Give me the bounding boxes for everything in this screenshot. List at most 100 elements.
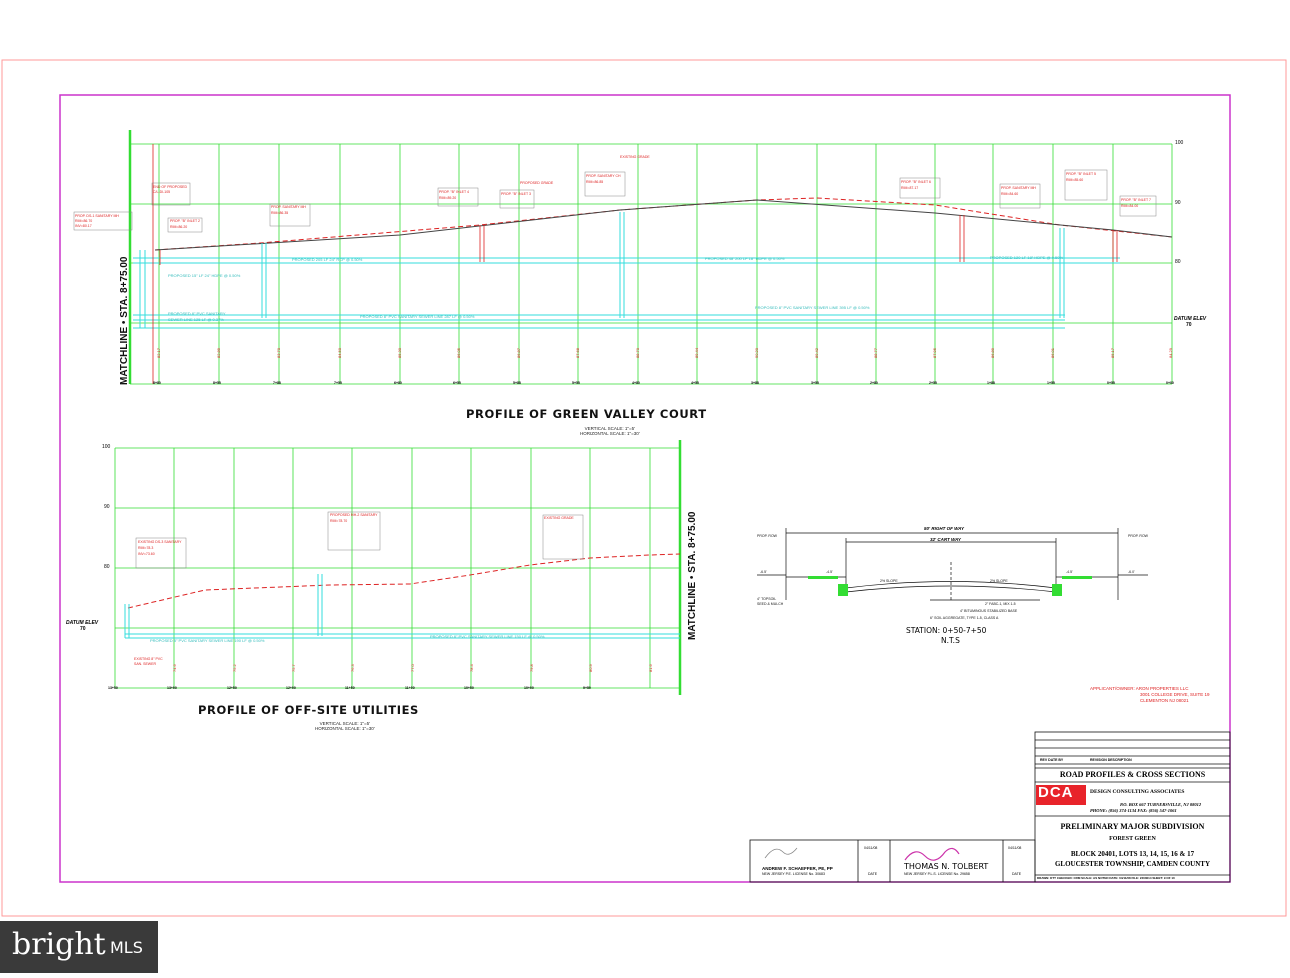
datum-label-top: DATUM ELEV bbox=[1174, 316, 1207, 322]
elev-80-top: 80 bbox=[1175, 259, 1181, 265]
matchline-bottom: MATCHLINE • STA. 8+75.00 bbox=[687, 511, 698, 640]
svg-text:77.0: 77.0 bbox=[410, 663, 415, 672]
station-label: 11+00 bbox=[405, 686, 415, 690]
svg-text:2% SLOPE: 2% SLOPE bbox=[990, 579, 1008, 583]
engineer1-name: ANDREW F. SCHAEFFER, PE, PP bbox=[762, 866, 833, 871]
svg-text:85.17: 85.17 bbox=[1110, 347, 1115, 358]
svg-text:79.8: 79.8 bbox=[529, 663, 534, 672]
svg-text:PROP. "B" INLET 2: PROP. "B" INLET 2 bbox=[170, 219, 200, 223]
svg-text:EXISTING GRADE: EXISTING GRADE bbox=[544, 516, 574, 520]
station-label: 6+55 bbox=[453, 381, 461, 385]
inner-border bbox=[59, 94, 1231, 883]
svg-text:-6.0': -6.0' bbox=[1128, 570, 1135, 574]
elev-100-top: 100 bbox=[1175, 140, 1184, 146]
signature-tolbert bbox=[904, 847, 960, 861]
svg-text:PROP. "B" INLET 4: PROP. "B" INLET 4 bbox=[439, 190, 469, 194]
svg-text:74.6: 74.6 bbox=[172, 663, 177, 672]
svg-text:PROP. SANITARY MH: PROP. SANITARY MH bbox=[1001, 186, 1036, 190]
station-label: 0+00 bbox=[1166, 381, 1174, 385]
watermark-brand: bright bbox=[12, 927, 106, 962]
svg-text:75.2: 75.2 bbox=[232, 663, 237, 672]
svg-text:PROPOSED 120 LF 18" HDPE @ 0.5: PROPOSED 120 LF 18" HDPE @ 0.50% bbox=[990, 255, 1064, 260]
datum-value-bottom: 70 bbox=[80, 626, 86, 632]
svg-text:80.9: 80.9 bbox=[588, 663, 593, 672]
company-address: P.O. BOX 667 TURNERSVILLE, NJ 08012 bbox=[1120, 802, 1202, 807]
svg-text:PROPOSED 8" PVC SANITARY SEWER: PROPOSED 8" PVC SANITARY SEWER LINE 287 … bbox=[360, 314, 475, 319]
svg-text:2" FABC-1, MIX 1-5: 2" FABC-1, MIX 1-5 bbox=[985, 602, 1016, 606]
project-name: FOREST GREEN bbox=[1109, 836, 1156, 842]
svg-text:78.4: 78.4 bbox=[469, 663, 474, 672]
scale-horizontal-bottom: HORIZONTAL SCALE: 1"=30' bbox=[315, 726, 375, 731]
svg-text:PROP. "B" INLET 5: PROP. "B" INLET 5 bbox=[1066, 172, 1096, 176]
cross-section-station: STATION: 0+50-7+50 bbox=[906, 626, 987, 635]
project-lots: BLOCK 20401, LOTS 13, 14, 15, 16 & 17 bbox=[1070, 850, 1195, 858]
svg-text:88.70: 88.70 bbox=[635, 347, 640, 358]
project-township: GLOUCESTER TOWNSHIP, CAMDEN COUNTY bbox=[1054, 860, 1211, 868]
watermark-suffix: MLS bbox=[110, 938, 143, 957]
svg-text:84.29: 84.29 bbox=[1168, 347, 1173, 358]
station-label: 1+55 bbox=[1047, 381, 1055, 385]
pipes-bottom bbox=[124, 574, 680, 639]
svg-text:PROPOSED MH-2 SANITARY: PROPOSED MH-2 SANITARY bbox=[330, 513, 378, 517]
svg-text:SEED & MULCH: SEED & MULCH bbox=[757, 602, 784, 606]
svg-text:88.77: 88.77 bbox=[873, 347, 878, 358]
svg-text:75.7: 75.7 bbox=[291, 663, 296, 672]
station-label: 6+80 bbox=[394, 381, 402, 385]
svg-text:76.3: 76.3 bbox=[350, 663, 355, 672]
engineer2-license: NEW JERSEY P.L.S. LICENSE No. 29658 bbox=[904, 872, 970, 876]
row-width-label: 50' RIGHT OF WAY bbox=[924, 526, 964, 531]
station-label: 7+55 bbox=[334, 381, 342, 385]
svg-text:PROP. DS-1 SANITARY MH: PROP. DS-1 SANITARY MH bbox=[75, 214, 119, 218]
svg-text:4" TOPSOIL: 4" TOPSOIL bbox=[757, 597, 776, 601]
curbs bbox=[808, 576, 1092, 596]
elev-90-top: 90 bbox=[1175, 200, 1181, 206]
title-block-frame bbox=[749, 731, 1231, 883]
svg-text:PROPOSED 8" PVC SANITARY SEWER: PROPOSED 8" PVC SANITARY SEWER LINE 190 … bbox=[150, 638, 265, 643]
engineer2-name: THOMAS N. TOLBERT bbox=[904, 862, 989, 871]
station-label: 10+00 bbox=[524, 686, 534, 690]
station-label: 5+55 bbox=[572, 381, 580, 385]
station-label: 13+00 bbox=[167, 686, 177, 690]
svg-text:86.89: 86.89 bbox=[990, 347, 995, 358]
svg-text:6" SOIL AGGREGATE, TYPE 1-5, C: 6" SOIL AGGREGATE, TYPE 1-5, CLASS A bbox=[930, 616, 999, 620]
sheet-title: ROAD PROFILES & CROSS SECTIONS bbox=[1059, 770, 1206, 779]
svg-text:RIM=78.70: RIM=78.70 bbox=[330, 519, 347, 523]
svg-text:81.6: 81.6 bbox=[648, 663, 653, 672]
svg-text:PROPOSED GRADE: PROPOSED GRADE bbox=[520, 181, 554, 185]
datum-value-top: 70 bbox=[1186, 322, 1192, 328]
callout-texts-bottom: EXISTING DS-3 SANITARYRIM=78.3INV=73.60 … bbox=[134, 513, 574, 666]
station-label: 8+55 bbox=[213, 381, 221, 385]
svg-text:RIM=89.20: RIM=89.20 bbox=[439, 196, 456, 200]
svg-text:PROP. "B" INLET 7: PROP. "B" INLET 7 bbox=[1121, 198, 1151, 202]
engineer1-date: DATE bbox=[868, 872, 878, 876]
elev-100-bottom: 100 bbox=[102, 444, 111, 450]
svg-text:PROPOSED 8" PVC SANITARY: PROPOSED 8" PVC SANITARY bbox=[168, 311, 226, 316]
inlet-structures-top bbox=[152, 144, 1118, 384]
station-label: 11+50 bbox=[345, 686, 355, 690]
station-label: 7+88 bbox=[273, 381, 281, 385]
outer-border bbox=[1, 59, 1287, 917]
elev-80-bottom: 80 bbox=[104, 564, 110, 570]
elev-90-bottom: 90 bbox=[104, 504, 110, 510]
station-label: 4+55 bbox=[691, 381, 699, 385]
svg-text:RIM=87.17: RIM=87.17 bbox=[901, 186, 918, 190]
svg-text:PROP. ROW: PROP. ROW bbox=[1128, 534, 1149, 538]
svg-text:PROP. SANITARY CH: PROP. SANITARY CH bbox=[586, 174, 621, 178]
project-type: PRELIMINARY MAJOR SUBDIVISION bbox=[1060, 822, 1205, 831]
callout-texts-top: PROP. DS-1 SANITARY MHRIM=86.70INV=80.17… bbox=[75, 155, 1151, 229]
callouts-top bbox=[73, 169, 1157, 233]
applicant-line2: 3001 COLLEGE DRIVE, SUITE 19 bbox=[1140, 692, 1210, 697]
svg-text:PROP. SANITARY MH: PROP. SANITARY MH bbox=[271, 205, 306, 209]
svg-text:PROP. "B" INLET 6: PROP. "B" INLET 6 bbox=[901, 180, 931, 184]
scale-horizontal-top: HORIZONTAL SCALE: 1"=30' bbox=[580, 431, 640, 436]
svg-text:PROP. ROW: PROP. ROW bbox=[757, 534, 778, 538]
svg-text:87.95: 87.95 bbox=[932, 347, 937, 358]
callouts-bottom bbox=[135, 511, 584, 569]
station-label: 9+50 bbox=[583, 686, 591, 690]
pipe-labels-bottom: PROPOSED 8" PVC SANITARY SEWER LINE 190 … bbox=[150, 634, 545, 643]
applicant-line3: CLEMENTON NJ 08021 bbox=[1140, 698, 1189, 703]
svg-text:RIM=86.20: RIM=86.20 bbox=[170, 225, 187, 229]
svg-text:RIM=86.35: RIM=86.35 bbox=[271, 211, 288, 215]
